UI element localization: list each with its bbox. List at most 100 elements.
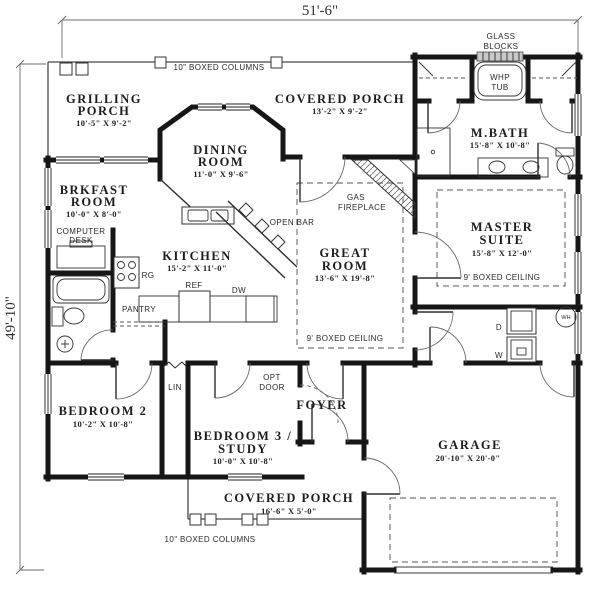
exterior-interior-walls xyxy=(43,52,583,575)
master-vanity xyxy=(477,157,549,178)
column-box xyxy=(204,513,217,526)
gas-fireplace-label: GAS xyxy=(347,193,365,202)
master-suite-boxed-ceiling-outline xyxy=(436,189,566,287)
computer-desk-top xyxy=(56,245,106,269)
dimension-annotations: 51'-6" 49'-10" xyxy=(3,3,583,575)
washer-box xyxy=(506,336,537,363)
boxed-columns-note-top: 10" BOXED COLUMNS xyxy=(174,63,265,72)
column-box xyxy=(75,62,89,76)
whirlpool-tub-label: TUB xyxy=(491,83,508,92)
master-shower xyxy=(416,127,451,177)
great-room-label: GREAT xyxy=(319,246,370,260)
column-box xyxy=(189,513,202,526)
grilling-porch-dims: 10'-5" X 9'-2" xyxy=(76,118,132,128)
door-leaves xyxy=(81,101,575,495)
kitchen-label: KITCHEN xyxy=(162,249,232,263)
great-room-label: ROOM xyxy=(322,259,368,273)
dryer-box-inner xyxy=(510,310,533,332)
optional-door-arc xyxy=(299,384,339,424)
vanity-sink xyxy=(488,160,506,174)
great-room-dims: 13'-6" X 19'-8" xyxy=(315,273,375,283)
boxed-columns-note-bottom: 10" BOXED COLUMNS xyxy=(165,535,256,544)
column-box xyxy=(256,513,269,526)
brkfast-room-dims: 10'-0" X 8'-0" xyxy=(66,209,122,219)
grilling-porch-label: PORCH xyxy=(78,104,131,118)
kitchen-dims: 15'-2" X 11'-0" xyxy=(167,263,227,273)
linen-closet-label: LIN xyxy=(168,383,182,392)
bedroom2-label: BEDROOM 2 xyxy=(59,404,148,418)
rear-porch-edge xyxy=(187,477,366,520)
vanity-sink xyxy=(522,160,540,174)
range-label: RG xyxy=(142,271,155,280)
range-burner xyxy=(117,273,125,281)
column-box xyxy=(241,513,254,526)
dishwasher-label: DW xyxy=(232,286,246,295)
bar-stools xyxy=(238,202,286,250)
washer-box-inner xyxy=(510,339,533,360)
foyer-label: FOYER xyxy=(296,398,347,412)
whirlpool-tub-inner xyxy=(477,64,523,97)
refrigerator xyxy=(178,290,211,323)
kitchen-sink-bowl xyxy=(210,209,229,222)
refrigerator-label: REF xyxy=(185,281,202,290)
hall-toilet-bowl xyxy=(63,307,85,325)
computer-desk-label: COMPUTER xyxy=(57,227,106,236)
window-glyphs xyxy=(44,94,582,481)
bedroom3-dims: 10'-0" X 10'-8" xyxy=(213,456,273,466)
hall-bath-sink xyxy=(56,335,74,353)
computer-monitor xyxy=(69,240,93,248)
great-room-boxed-ceiling-outline xyxy=(296,182,404,349)
columns xyxy=(59,56,283,526)
pantry-shelves xyxy=(113,321,165,327)
walls xyxy=(43,52,583,575)
master-bath-dims: 15'-8" X 10'-8" xyxy=(470,140,530,150)
garage-door-threshold xyxy=(394,566,553,574)
dining-room-dims: 11'-0" X 9'-6" xyxy=(193,169,248,179)
fireplace-corner xyxy=(398,159,416,175)
master-bath-label: M.BATH xyxy=(471,126,529,140)
whirlpool-tub-label: WHP xyxy=(490,73,510,82)
garage-label: GARAGE xyxy=(438,438,502,452)
master-suite-dims: 15'-8" X 12'-0" xyxy=(472,248,532,258)
bedroom3-label: STUDY xyxy=(218,442,268,456)
overall-width-dimension: 51'-6" xyxy=(302,3,338,19)
dishwasher xyxy=(245,295,275,323)
grilling-porch-label: GRILLING xyxy=(66,92,142,106)
optional-door-label: DOOR xyxy=(259,383,285,392)
front-porch-edge xyxy=(47,61,415,158)
overall-height-dimension: 49'-10" xyxy=(3,296,19,340)
water-heater-circle xyxy=(555,306,577,328)
dining-room-label: DINING xyxy=(193,143,249,157)
covered-porch-top-label: COVERED PORCH xyxy=(275,92,405,106)
top-dimension-line xyxy=(57,15,583,58)
dryer-box xyxy=(506,307,537,335)
labels: 10" BOXED COLUMNS 10" BOXED COLUMNS GLAS… xyxy=(57,32,571,544)
master-suite-ceiling-note: 9' BOXED CEILING xyxy=(464,273,541,282)
dryer-label: D xyxy=(496,323,502,332)
range xyxy=(113,256,140,289)
closet-corner-shelves xyxy=(418,61,577,77)
covered-porch-top-dims: 13'-2" X 9'-2" xyxy=(312,106,368,116)
hall-bath-tub-inner xyxy=(56,278,106,301)
master-shower-drain xyxy=(430,149,436,155)
washer-label: W xyxy=(495,351,503,360)
left-dimension-line xyxy=(15,59,46,575)
optional-door-label: OPT xyxy=(263,373,281,382)
kitchen-sink-bowl xyxy=(187,209,209,222)
gas-fireplace-label: FIREPLACE xyxy=(338,203,386,212)
dining-room-label: ROOM xyxy=(198,155,244,169)
master-suite-label: SUITE xyxy=(479,233,524,247)
glass-blocks-label: BLOCKS xyxy=(484,42,519,51)
glass-blocks-label: GLASS xyxy=(487,32,516,41)
pantry-label: PANTRY xyxy=(122,305,156,314)
fireplace-hatch xyxy=(350,159,416,220)
glass-block-window xyxy=(476,51,524,62)
column-box xyxy=(154,56,167,69)
porch-edges xyxy=(47,61,553,574)
garage-dims: 20'-10" X 20'-0" xyxy=(436,453,501,463)
water-heater-label: WH xyxy=(561,315,570,321)
great-room-ceiling-note: 9' BOXED CEILING xyxy=(307,334,384,343)
range-burner xyxy=(117,261,125,269)
master-suite-label: MASTER xyxy=(471,220,533,234)
